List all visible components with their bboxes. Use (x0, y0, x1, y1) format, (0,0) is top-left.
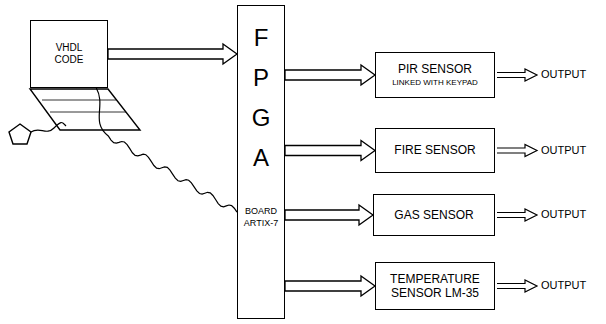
node-title: TEMPERATURE SENSOR LM-35 (383, 272, 488, 301)
laptop-keyboard (30, 89, 140, 130)
board-letters: F P G A (249, 18, 273, 178)
output-arrow (497, 69, 537, 81)
output-label: OUTPUT (541, 279, 586, 292)
sensor-box: GAS SENSOR (373, 194, 495, 236)
sensor-box: FIRE SENSOR (375, 128, 495, 173)
node-title: PIR SENSOR (398, 62, 472, 76)
block-arrow (285, 65, 375, 85)
output-label: OUTPUT (541, 68, 586, 81)
node-title: FIRE SENSOR (394, 143, 475, 157)
laptop-screen: VHDL CODE (30, 20, 108, 88)
sensor-box: TEMPERATURE SENSOR LM-35 (375, 262, 495, 310)
output-arrow (497, 209, 537, 221)
node-subtitle: LINKED WITH KEYPAD (392, 78, 478, 88)
block-arrow (285, 141, 375, 161)
mouse-wire (31, 123, 66, 133)
fpga-board: F P G A BOARD ARTIX-7 (237, 5, 285, 319)
node-title: GAS SENSOR (394, 208, 473, 222)
output-label: OUTPUT (541, 208, 586, 221)
block-arrow (285, 276, 375, 296)
keyboard-line (50, 112, 126, 113)
node-title: VHDL CODE (49, 42, 89, 66)
output-label: OUTPUT (541, 144, 586, 157)
mouse-symbol (9, 124, 31, 144)
output-arrow (497, 280, 537, 292)
block-arrow (285, 205, 373, 225)
usb-cable (96, 88, 237, 212)
block-arrow (108, 44, 237, 64)
output-arrow (497, 145, 537, 157)
keyboard-line (42, 100, 116, 101)
sensor-box: PIR SENSOR LINKED WITH KEYPAD (375, 52, 495, 98)
node-subtitle: BOARD ARTIX-7 (242, 206, 280, 229)
